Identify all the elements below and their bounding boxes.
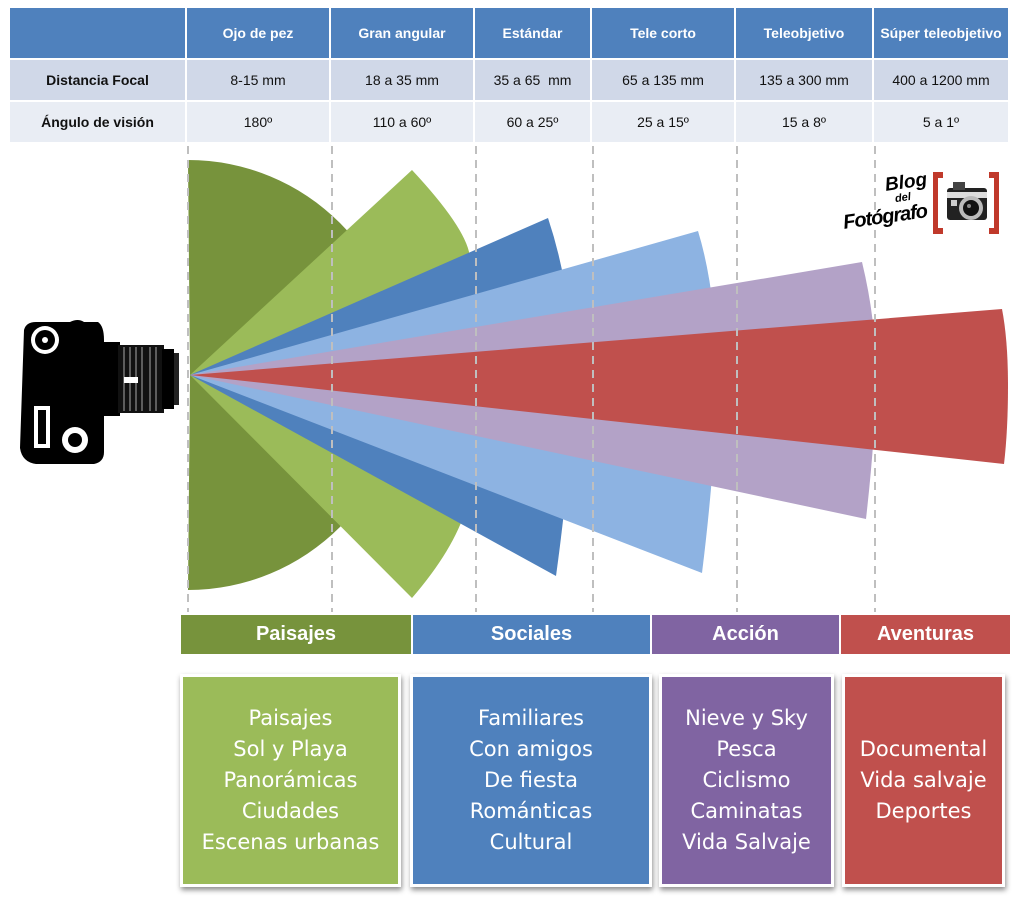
cell-angle-1: 110 a 60º [331,102,475,144]
cell-angle-5: 5 a 1º [874,102,1008,144]
cell-angle-2: 60 a 25º [475,102,592,144]
header-teleobjetivo: Teleobjetivo [736,8,874,60]
list-item: Ciclismo [702,768,791,792]
list-item: Ciudades [241,799,340,823]
cell-focal-5: 400 a 1200 mm [874,60,1008,102]
cell-angle-4: 15 a 8º [736,102,874,144]
cell-focal-3: 65 a 135 mm [592,60,736,102]
category-box-accion: Nieve y Sky Pesca Ciclismo Caminatas Vid… [659,674,834,887]
category-bar-paisajes: Paisajes [181,615,413,654]
cell-focal-2: 35 a 65 mm [475,60,592,102]
blog-del-fotografo-logo: Blog del Fotógrafo [841,169,1003,236]
list-item: De fiesta [484,768,578,792]
category-box-aventuras: Documental Vida salvaje Deportes [842,674,1005,887]
list-item: Caminatas [690,799,803,823]
cell-focal-4: 135 a 300 mm [736,60,874,102]
super-tele-fan [190,309,1008,464]
focal-length-table: Ojo de pez Gran angular Estándar Tele co… [10,8,1008,144]
list-item: Pesca [716,737,777,761]
list-item: Sol y Playa [233,737,348,761]
retro-camera-logo-icon [933,172,999,234]
list-item: Vida salvaje [860,768,987,792]
cell-focal-0: 8-15 mm [187,60,331,102]
header-tele-corto: Tele corto [592,8,736,60]
category-bar-accion: Acción [652,615,841,654]
list-item: Vida Salvaje [682,830,811,854]
list-item: Románticas [469,799,593,823]
cell-focal-1: 18 a 35 mm [331,60,475,102]
column-guides [187,146,876,612]
dslr-camera-icon [20,320,179,464]
category-bar-sociales: Sociales [413,615,652,654]
list-item: Paisajes [248,706,333,730]
list-item: Familiares [478,706,584,730]
list-item: Escenas urbanas [201,830,380,854]
header-super-teleobjetivo: Súper teleobjetivo [874,8,1008,60]
list-item: Con amigos [469,737,593,761]
header-gran-angular: Gran angular [331,8,475,60]
list-item: Deportes [875,799,972,823]
list-item: Nieve y Sky [685,706,808,730]
row-label-focal: Distancia Focal [10,60,187,102]
category-bar-aventuras: Aventuras [841,615,1010,654]
header-estandar: Estándar [475,8,592,60]
cell-angle-3: 25 a 15º [592,102,736,144]
category-box-sociales: Familiares Con amigos De fiesta Romántic… [410,674,652,887]
list-item: Documental [859,737,988,761]
table-corner [10,8,187,60]
logo-word-fotografo: Fotógrafo [841,200,929,234]
list-item: Panorámicas [223,768,358,792]
list-item: Cultural [489,830,573,854]
category-box-paisajes: Paisajes Sol y Playa Panorámicas Ciudade… [180,674,401,887]
row-label-angle: Ángulo de visión [10,102,187,144]
cell-angle-0: 180º [187,102,331,144]
header-ojo-de-pez: Ojo de pez [187,8,331,60]
